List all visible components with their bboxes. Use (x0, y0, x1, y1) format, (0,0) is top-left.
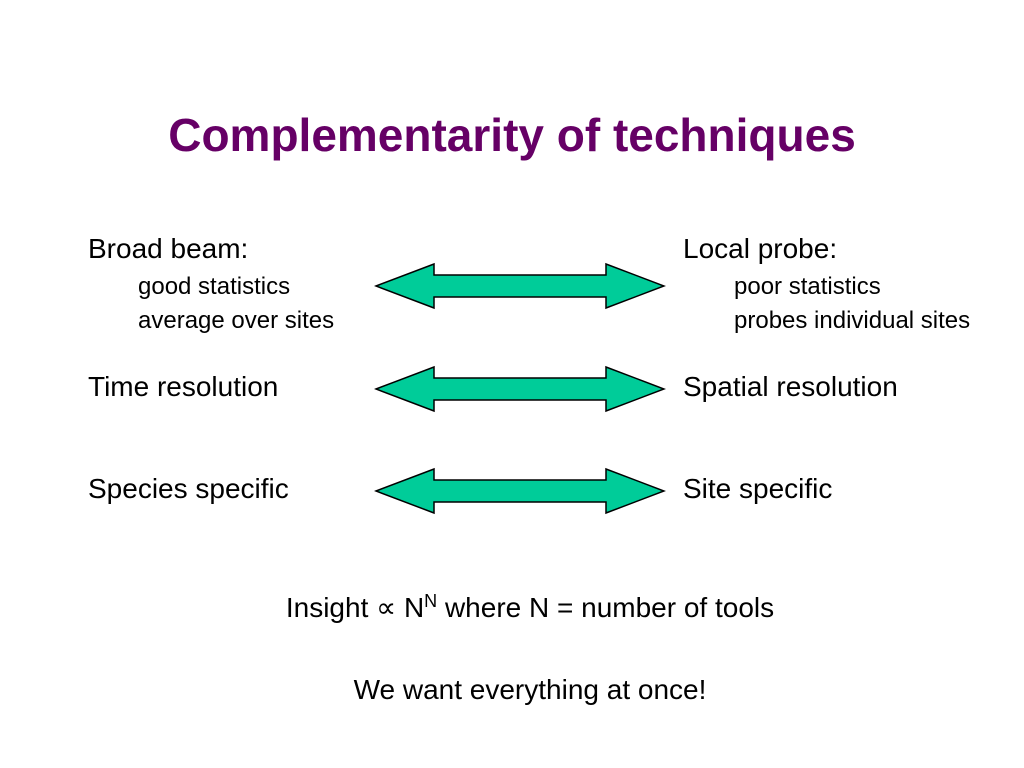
formula-exponent: N (424, 591, 438, 611)
species-specific-label: Species specific (88, 473, 289, 504)
spatial-resolution-label: Spatial resolution (683, 371, 898, 402)
insight-suffix: where N = number of tools (444, 592, 775, 623)
slide-title: Complementarity of techniques (168, 109, 856, 161)
poor-statistics-text: poor statistics (734, 273, 881, 300)
formula-base: N (403, 592, 425, 623)
site-specific-label: Site specific (683, 473, 833, 504)
local-probe-label: Local probe: (683, 233, 838, 264)
broad-beam-label: Broad beam: (88, 233, 249, 264)
good-statistics-text: good statistics (138, 273, 291, 300)
double-headed-arrow-icon (374, 262, 666, 310)
double-headed-arrow-icon (374, 467, 666, 515)
probes-individual-sites-text: probes individual sites (734, 307, 971, 334)
proportional-symbol: ∝ (376, 592, 397, 623)
insight-formula: Insight ∝ NN where N = number of tools (0, 590, 1024, 626)
average-over-sites-text: average over sites (138, 307, 335, 334)
conclusion-text: We want everything at once! (353, 674, 707, 705)
insight-prefix: Insight (285, 592, 369, 623)
double-headed-arrow-icon (374, 365, 666, 413)
time-resolution-label: Time resolution (88, 371, 279, 402)
